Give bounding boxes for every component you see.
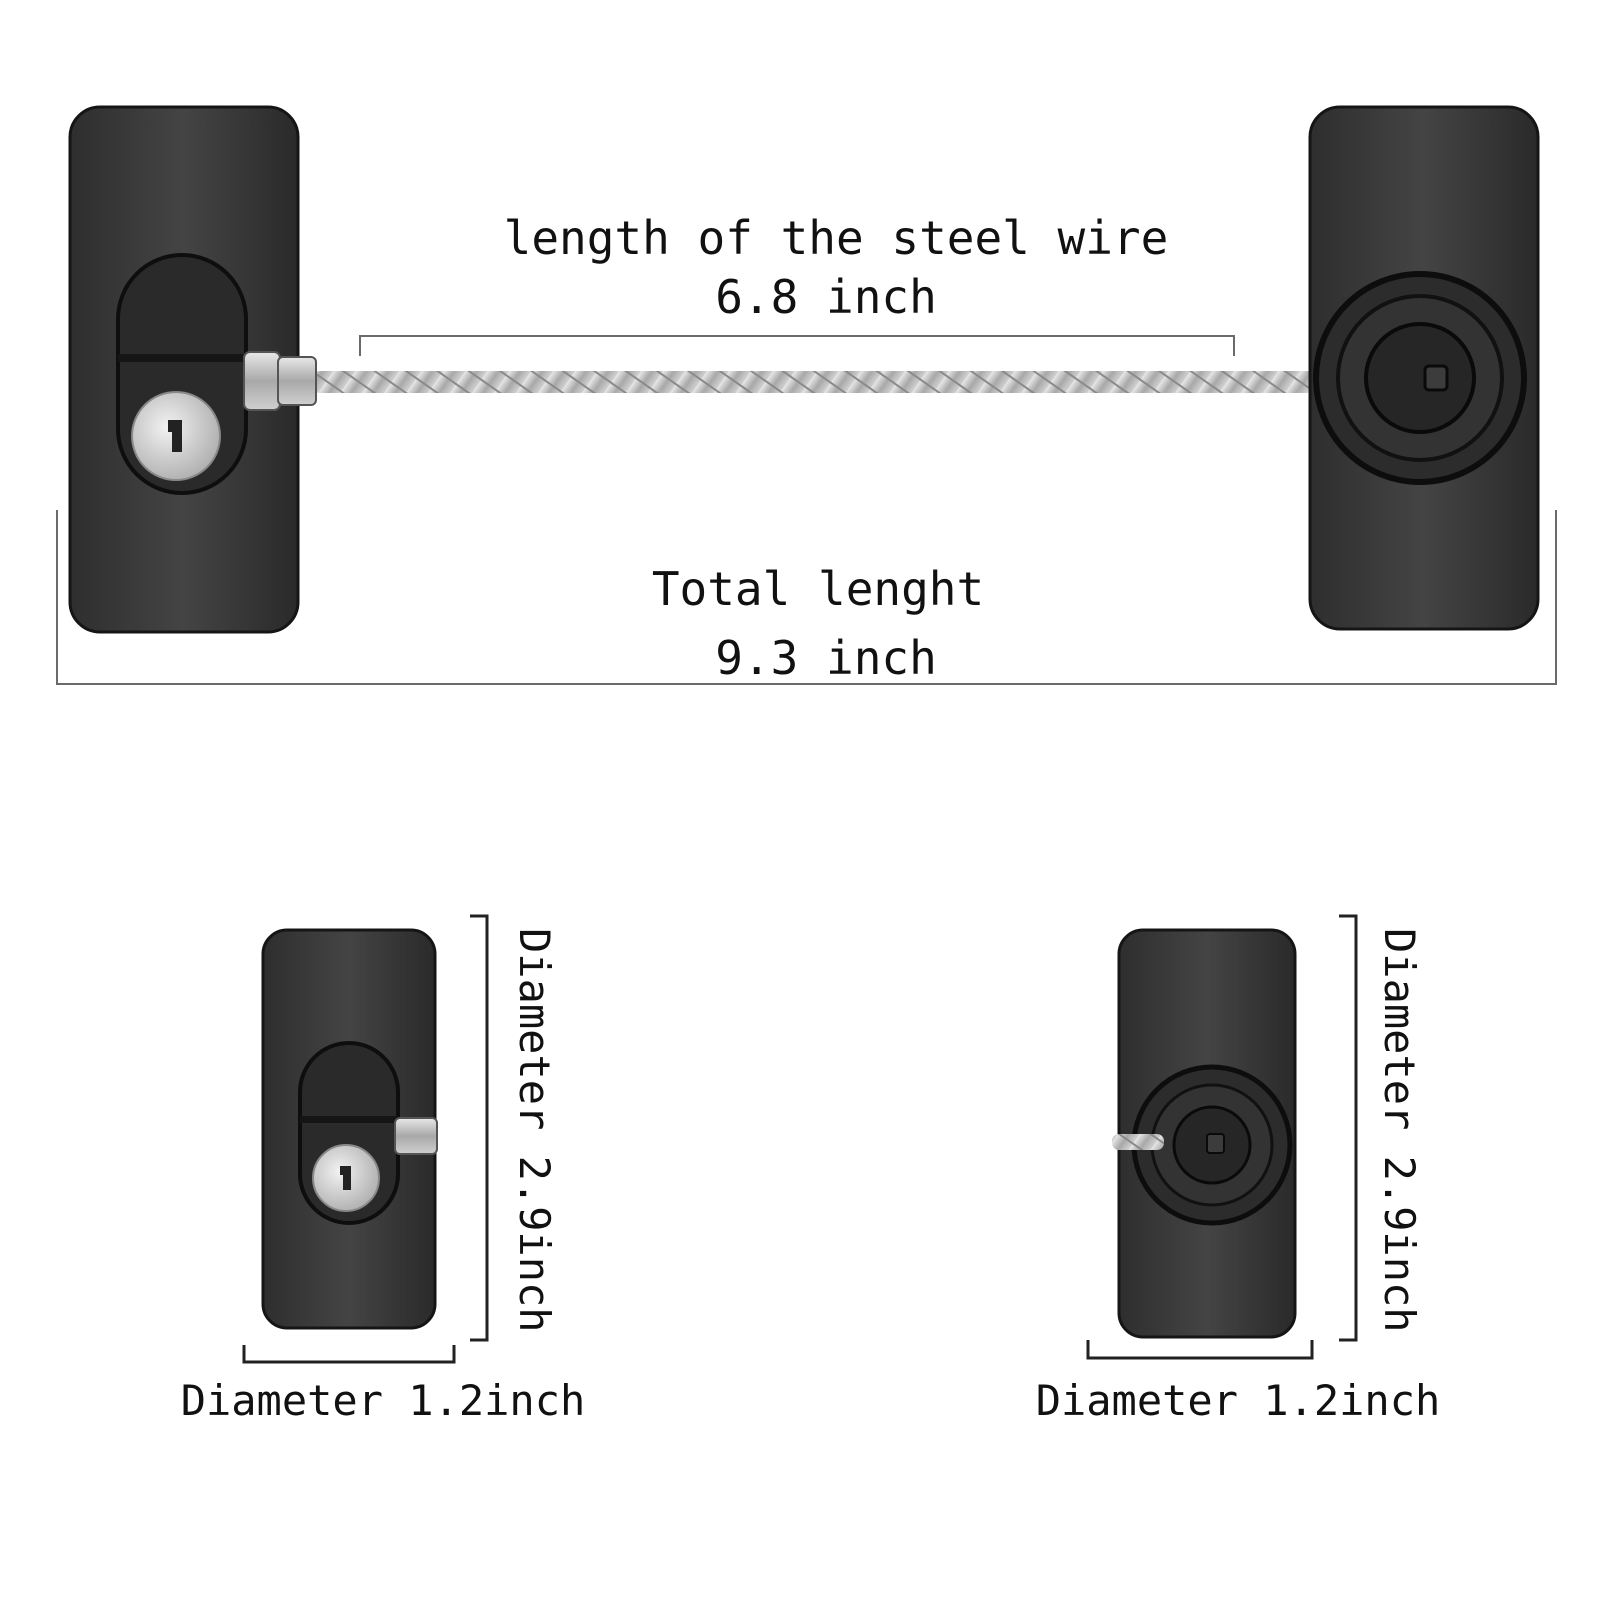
catch-slot-icon [1423,364,1449,392]
lock-width-bracket [242,1345,456,1364]
total-length-value: 9.3 inch [715,631,937,685]
steel-cable [310,371,1340,393]
catch-unit-detail: Diameter 2.9inch Diameter 1.2inch [1036,914,1441,1425]
catch-plate-top [1308,105,1540,631]
cable-ferrule [243,351,281,411]
catch-height-bracket [1339,914,1358,1342]
catch-width-bracket [1086,1340,1314,1360]
wire-length-value: 6.8 inch [715,270,937,324]
catch-width-label: Diameter 1.2inch [1036,1376,1441,1425]
top-assembly: length of the steel wire 6.8 inch Total … [56,105,1557,685]
catch-slot-icon [1206,1133,1225,1154]
lock-unit-detail: Diameter 2.9inch Diameter 1.2inch [181,914,586,1425]
cable-ferrule [394,1117,438,1155]
lock-plate-top [68,105,317,634]
total-length-label: Total lenght [652,562,984,616]
wire-length-label: length of the steel wire [504,211,1169,265]
wire-length-bracket [359,335,1235,356]
total-length-bracket [56,510,1557,685]
cable-stub [1112,1134,1164,1150]
lock-height-bracket [470,914,489,1342]
catch-height-label: Diameter 2.9inch [1375,928,1424,1333]
lock-width-label: Diameter 1.2inch [181,1376,586,1425]
lock-height-label: Diameter 2.9inch [510,928,559,1333]
